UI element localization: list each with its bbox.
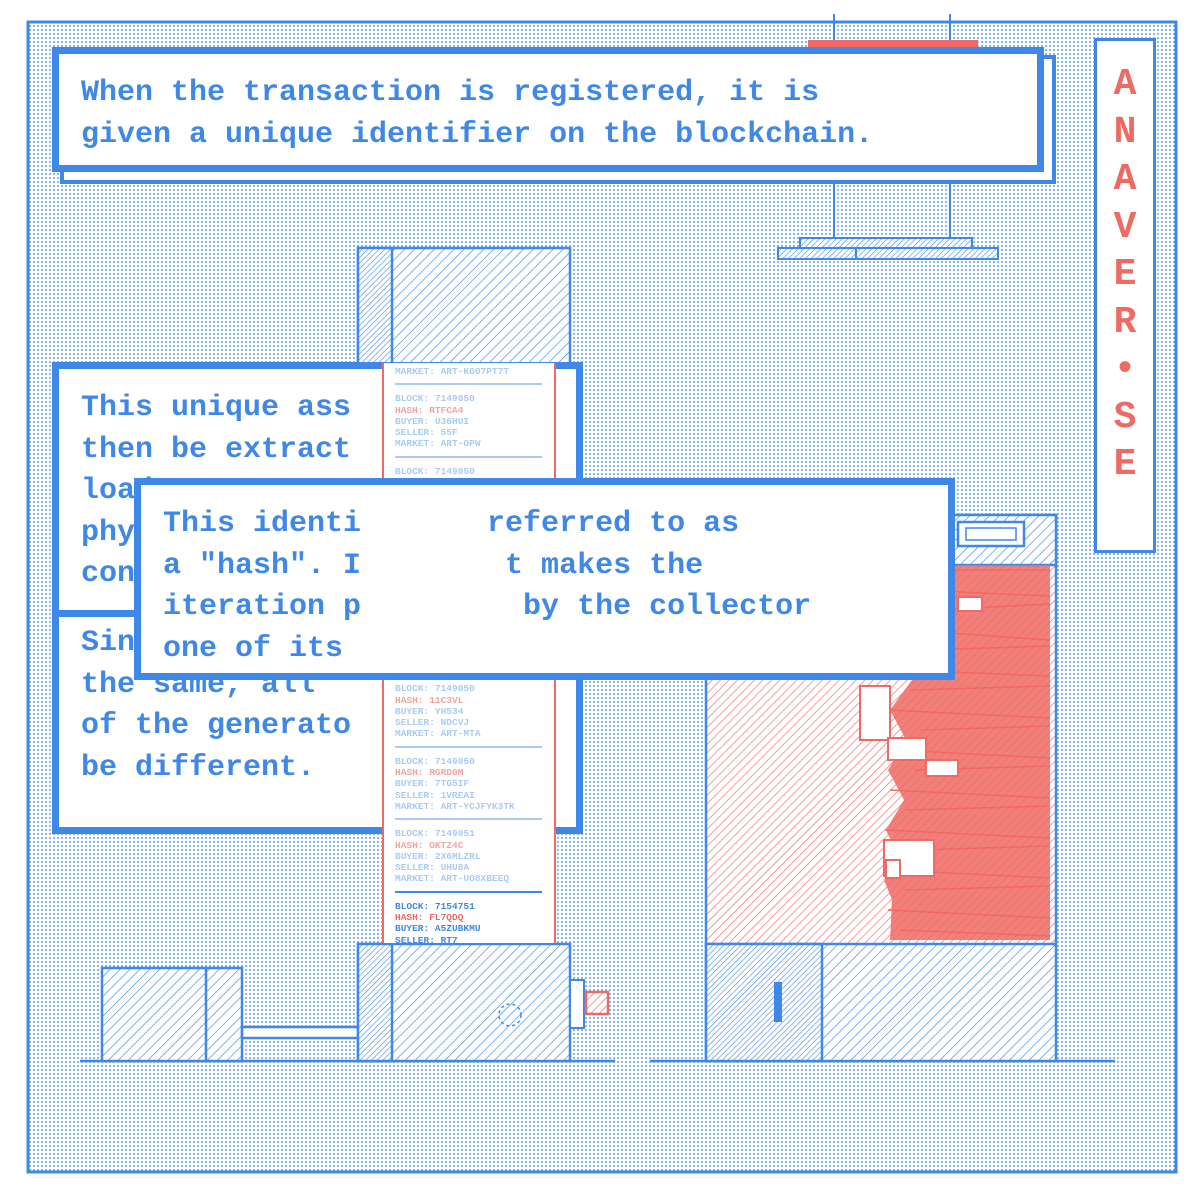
ledger-hash: HASH: OKTZ4C [395, 839, 464, 851]
ledger-block: BLOCK: 7149051 [395, 828, 475, 840]
ledger-block: BLOCK: 7149050 [395, 465, 475, 477]
caption-transaction: When the transaction is registered, it i… [52, 47, 1044, 172]
caption-hash: This identi referred to as a "hash". I t… [134, 478, 955, 680]
caption-line: then be extract [81, 432, 352, 467]
caption-line: When the transaction is registered, it i… [81, 76, 820, 110]
caption-line: given a unique identifier on the blockch… [81, 117, 874, 152]
caption-line: the same, all [81, 667, 334, 702]
ledger-market: MARKET: ART-YCJFYK3TK [395, 800, 515, 812]
ledger-block: BLOCK: 7149050 [395, 683, 475, 695]
ledger-buyer: BUYER: YH534 [395, 705, 464, 717]
caption-line: con [81, 557, 136, 591]
logo-letter: S [1113, 395, 1137, 439]
printer-tower [356, 246, 610, 1063]
ledger-market: MARKET: ART-MTA [395, 728, 481, 740]
ledger-market: MARKET: ART-UO8XBEEQ [395, 873, 510, 885]
caption-line: one of its [163, 631, 344, 666]
ledger-top-line: MARKET: ART-KG07PT7T [395, 366, 554, 377]
caption-line: This unique ass [81, 391, 352, 425]
ledger-separator [395, 818, 542, 821]
caption-line: a "hash". I t makes the [163, 548, 704, 583]
ledger-seller: SELLER: RT7 [395, 934, 458, 943]
logo-letter: E [1113, 443, 1137, 486]
logo-letter: R [1113, 300, 1137, 344]
ledger-separator [395, 890, 542, 893]
logo-letter: N [1113, 110, 1137, 154]
left-device [100, 966, 372, 1063]
ledger-seller: SELLER: 55F [395, 427, 458, 439]
ledger-seller: SELLER: UHU8A [395, 862, 470, 874]
ledger-separator [395, 455, 542, 458]
caption-line: This identi referred to as [163, 507, 740, 541]
caption-line: of the generato [81, 709, 352, 743]
ledger-block: BLOCK: 7154751 [395, 900, 475, 912]
ledger-hash: HASH: RTFCA4 [395, 404, 464, 416]
logo-letter: E [1113, 253, 1137, 296]
logo-letter: A [1113, 63, 1137, 106]
caption-line: iteration p by the collector [163, 590, 812, 624]
ledger-buyer: BUYER: 7TG5IF [395, 778, 470, 790]
ledger-buyer: BUYER: A5ZUBKMU [395, 923, 481, 935]
ledger-market: MARKET: ART-OPW [395, 438, 481, 450]
ledger-hash: HASH: RGRD0M [395, 767, 464, 779]
ledger-block: BLOCK: 7149050 [395, 755, 475, 767]
ledger-separator [395, 383, 542, 386]
ledger-market: MARKET: ART-KG07PT7T [395, 366, 510, 377]
ledger-hash: HASH: 11C3VL [395, 694, 464, 706]
caption-line: be different. [81, 750, 316, 785]
ledger-block: BLOCK: 7149050 [395, 393, 475, 405]
logo-letter: A [1113, 158, 1137, 201]
hanging-sign-frame [777, 14, 999, 260]
caption-line: Sin [81, 626, 136, 660]
ledger-separator [395, 745, 542, 748]
caption-line: phy [81, 515, 136, 550]
ledger-seller: SELLER: NDCVJ [395, 717, 470, 729]
logo-letter: • [1113, 348, 1137, 391]
ledger-seller: SELLER: 1VREAI [395, 789, 475, 801]
ledger-buyer: BUYER: 2X6MLZRL [395, 850, 481, 862]
ledger-buyer: BUYER: U36HUI [395, 415, 470, 427]
ledger-hash: HASH: FL7QDQ [395, 911, 464, 923]
logo-letter: V [1113, 205, 1137, 249]
